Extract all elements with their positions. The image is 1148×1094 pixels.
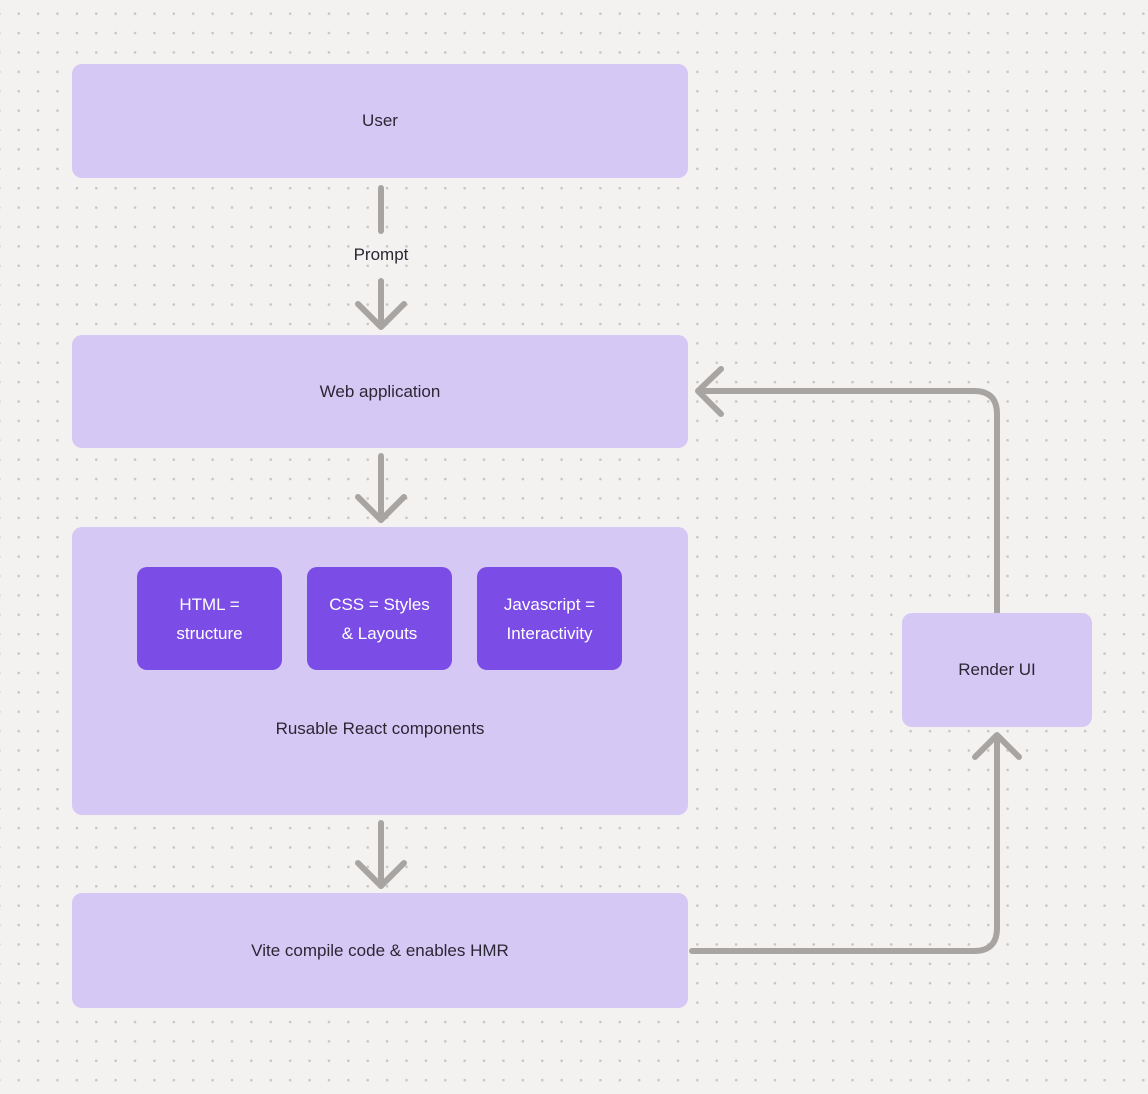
node-user[interactable]: User (72, 64, 688, 178)
subnode-css-line2: & Layouts (341, 623, 418, 643)
arrow-left-icon (695, 366, 724, 417)
node-vite[interactable]: Vite compile code & enables HMR (72, 893, 688, 1008)
node-vite-label: Vite compile code & enables HMR (251, 940, 509, 960)
arrow-up-icon (972, 732, 1022, 760)
node-components-container[interactable]: HTML = structure CSS = Styles & Layouts … (72, 527, 688, 815)
subnode-javascript-line1: Javascript = (503, 594, 596, 614)
subnode-javascript[interactable]: Javascript = Interactivity (477, 567, 622, 670)
node-web-application-label: Web application (319, 381, 441, 401)
subnode-html-line2: structure (176, 623, 243, 643)
subnode-javascript-line2: Interactivity (506, 623, 593, 643)
subnode-css[interactable]: CSS = Styles & Layouts (307, 567, 452, 670)
subnode-css-line1: CSS = Styles (329, 594, 430, 614)
node-components-label: Rusable React components (275, 719, 485, 738)
edge-components-to-vite (355, 820, 407, 889)
edge-line (697, 388, 1000, 615)
edge-label-prompt: Prompt (353, 245, 409, 264)
edge-vite-to-renderui (689, 732, 1022, 954)
node-web-application[interactable]: Web application (72, 335, 688, 448)
arrow-down-icon (355, 494, 407, 523)
node-render-ui-label: Render UI (958, 660, 1036, 679)
arrow-down-icon (355, 301, 407, 330)
edge-webapp-to-components (355, 453, 407, 523)
edge-line (689, 734, 1000, 954)
arrow-down-icon (355, 860, 407, 889)
node-user-label: User (362, 111, 398, 130)
edge-renderui-to-webapp (695, 366, 1000, 615)
subnode-html[interactable]: HTML = structure (137, 567, 282, 670)
node-render-ui[interactable]: Render UI (902, 613, 1092, 727)
subnode-html-line1: HTML = (179, 594, 240, 614)
